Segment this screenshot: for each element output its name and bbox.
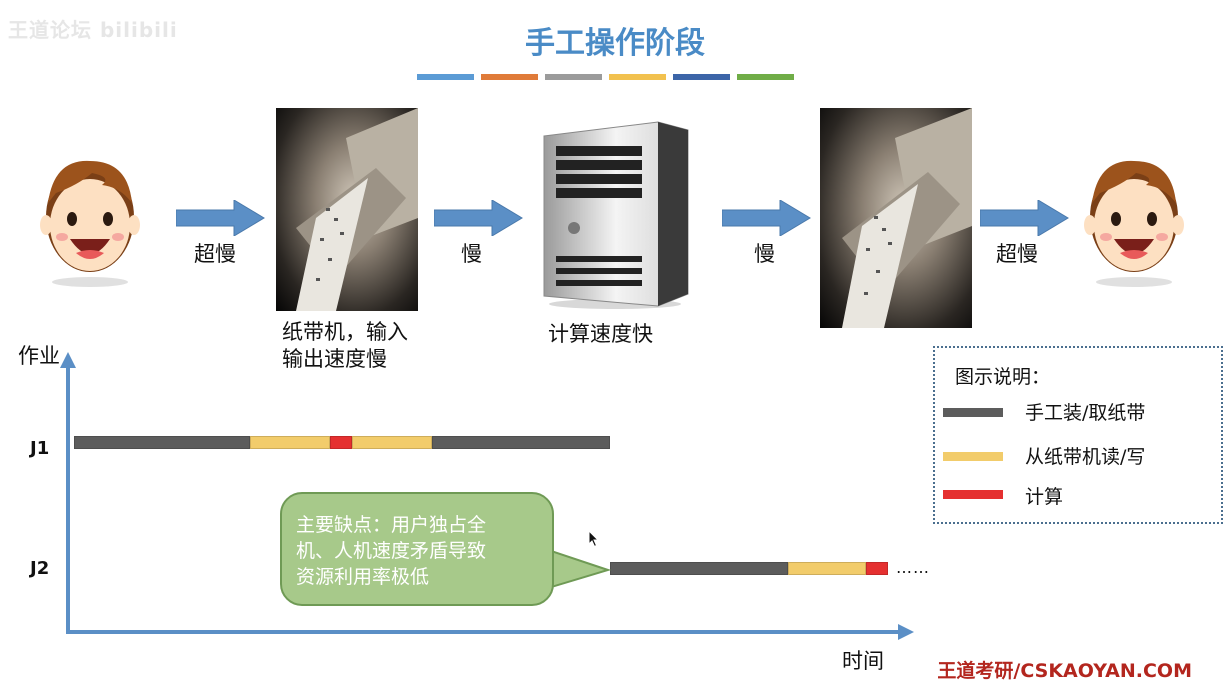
tape-reader-photo-left xyxy=(276,108,418,311)
disadvantage-callout: 主要缺点：用户独占全 机、人机速度矛盾导致 资源利用率极低 xyxy=(280,492,554,606)
timeline-segment-tape xyxy=(352,436,432,449)
timeline-segment-manual xyxy=(610,562,788,575)
slide-title: 手工操作阶段 xyxy=(525,26,705,61)
color-strip-segment xyxy=(737,74,794,80)
footer-brand: 王道考研/CSKAOYAN.COM xyxy=(937,660,1192,682)
arrow-3-label: 慢 xyxy=(754,242,775,266)
color-strip-segment xyxy=(673,74,730,80)
x-axis-label: 时间 xyxy=(842,649,884,673)
mouse-cursor-icon xyxy=(588,530,600,548)
legend-swatch-compute xyxy=(943,490,1003,499)
legend-swatch-manual xyxy=(943,408,1003,417)
user-face-right xyxy=(1084,160,1184,287)
computer-caption: 计算速度快 xyxy=(548,322,653,346)
row-label-j2: J2 xyxy=(30,558,50,579)
legend-label-tape: 从纸带机读/写 xyxy=(1025,446,1146,468)
tape-reader-caption-line1: 纸带机，输入 xyxy=(282,320,408,344)
arrow-2-label: 慢 xyxy=(461,242,482,266)
callout-line1: 主要缺点：用户独占全 xyxy=(296,514,487,536)
tape-reader-photo-right xyxy=(820,108,972,328)
color-strip-segment xyxy=(545,74,602,80)
timeline-segment-compute xyxy=(866,562,888,575)
color-strip-segment xyxy=(417,74,474,80)
flow-arrow-4 xyxy=(980,200,1069,236)
watermark: 王道论坛 bilibili xyxy=(8,18,178,42)
callout-tail xyxy=(548,548,612,590)
arrow-4-label: 超慢 xyxy=(996,242,1038,266)
legend-title: 图示说明： xyxy=(955,366,1051,388)
legend-label-compute: 计算 xyxy=(1025,486,1064,508)
callout-line2: 机、人机速度矛盾导致 xyxy=(296,540,487,562)
flow-arrow-1 xyxy=(176,200,265,236)
timeline-segment-tape xyxy=(788,562,866,575)
callout-line3: 资源利用率极低 xyxy=(296,566,430,588)
timeline-segment-tape xyxy=(250,436,330,449)
row-label-j1: J1 xyxy=(30,438,50,459)
y-axis-label: 作业 xyxy=(18,344,60,368)
timeline-segment-manual xyxy=(74,436,250,449)
user-face-left xyxy=(40,160,140,287)
timeline-segment-manual xyxy=(432,436,610,449)
arrow-1-label: 超慢 xyxy=(194,242,236,266)
legend-box: 图示说明： 手工装/取纸带 从纸带机读/写 计算 xyxy=(933,346,1223,524)
color-strip-segment xyxy=(609,74,666,80)
flow-arrow-3 xyxy=(722,200,811,236)
timeline-segment-compute xyxy=(330,436,352,449)
color-strip-segment xyxy=(481,74,538,80)
tape-reader-caption-line2: 输出速度慢 xyxy=(282,347,387,371)
j2-continuation: …… xyxy=(896,558,930,577)
computer-tower-icon xyxy=(543,121,689,309)
legend-swatch-tape xyxy=(943,452,1003,461)
flow-arrow-2 xyxy=(434,200,523,236)
legend-label-manual: 手工装/取纸带 xyxy=(1025,402,1146,424)
